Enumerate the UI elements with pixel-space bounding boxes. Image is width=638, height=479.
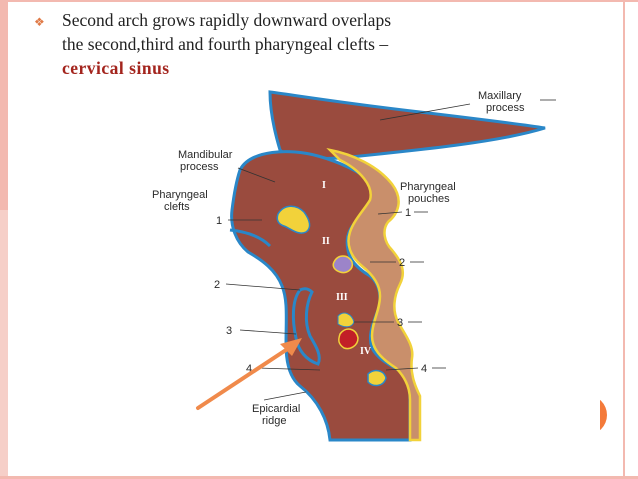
label-pouch-2: 2 — [399, 257, 405, 269]
slide-frame-left — [0, 0, 8, 479]
leader-maxillary — [379, 103, 471, 121]
label-pouches-line2: pouches — [408, 193, 450, 205]
label-epicardial-line1: Epicardial — [252, 403, 300, 415]
leader-cleft-4 — [257, 367, 321, 371]
bullet-icon: ❖ — [34, 15, 45, 29]
slide-frame-top — [0, 0, 638, 2]
arch-label-iv: IV — [360, 346, 372, 357]
label-pouch-4: 4 — [421, 363, 427, 375]
maxillary-process-shape — [268, 90, 546, 160]
slide-frame-right — [623, 0, 625, 479]
frame-left-upper — [0, 0, 8, 210]
slide-frame-bottom — [0, 476, 638, 479]
label-cleft-3: 3 — [226, 325, 232, 337]
label-clefts-line1: Pharyngeal — [152, 189, 208, 201]
label-maxillary-line1: Maxillary — [478, 90, 522, 102]
cervical-sinus-cleft — [291, 287, 321, 366]
pharyngeal-wall-right — [326, 148, 422, 442]
label-pouch-1: 1 — [405, 207, 411, 219]
leader-cleft-2 — [225, 283, 301, 291]
arch-label-iii: III — [336, 292, 348, 303]
bullet-text: Second arch grows rapidly downward overl… — [62, 8, 552, 80]
pouch-1-membrane — [276, 205, 311, 234]
pouch-3-structure — [338, 328, 359, 350]
label-clefts-line2: clefts — [164, 201, 190, 213]
label-maxillary-line2: process — [486, 102, 525, 114]
leader-cleft-3 — [239, 329, 297, 335]
label-cleft-4: 4 — [246, 363, 252, 375]
arch-label-i: I — [322, 180, 326, 191]
label-pouch-3: 3 — [397, 317, 403, 329]
pouch-2-structure — [332, 255, 354, 274]
label-cleft-2: 2 — [214, 279, 220, 291]
label-cleft-1: 1 — [216, 215, 222, 227]
label-pouches-line1: Pharyngeal — [400, 181, 456, 193]
cervical-sinus-arrow-head-icon — [280, 338, 302, 356]
frame-left-lower — [0, 210, 8, 479]
arch-label-ii: II — [322, 236, 330, 247]
cleft-2-line — [229, 228, 272, 248]
label-mandibular-line2: process — [180, 161, 219, 173]
label-mandibular-line1: Mandibular — [178, 149, 233, 161]
leader-pouch-4 — [385, 367, 419, 371]
bullet-line-2: the second,third and fourth pharyngeal c… — [62, 34, 389, 54]
leader-mandibular — [237, 167, 276, 183]
bullet-highlight: cervical sinus — [62, 58, 170, 78]
label-epicardial-line2: ridge — [262, 415, 286, 427]
cervical-sinus-arrow-shaft — [196, 344, 294, 410]
pouch-3-membrane — [337, 312, 355, 328]
leader-epicardial — [263, 391, 307, 401]
pouch-4-structure — [367, 369, 387, 387]
bullet-line-1: Second arch grows rapidly downward overl… — [62, 10, 392, 30]
leader-pouch-1 — [377, 211, 403, 215]
